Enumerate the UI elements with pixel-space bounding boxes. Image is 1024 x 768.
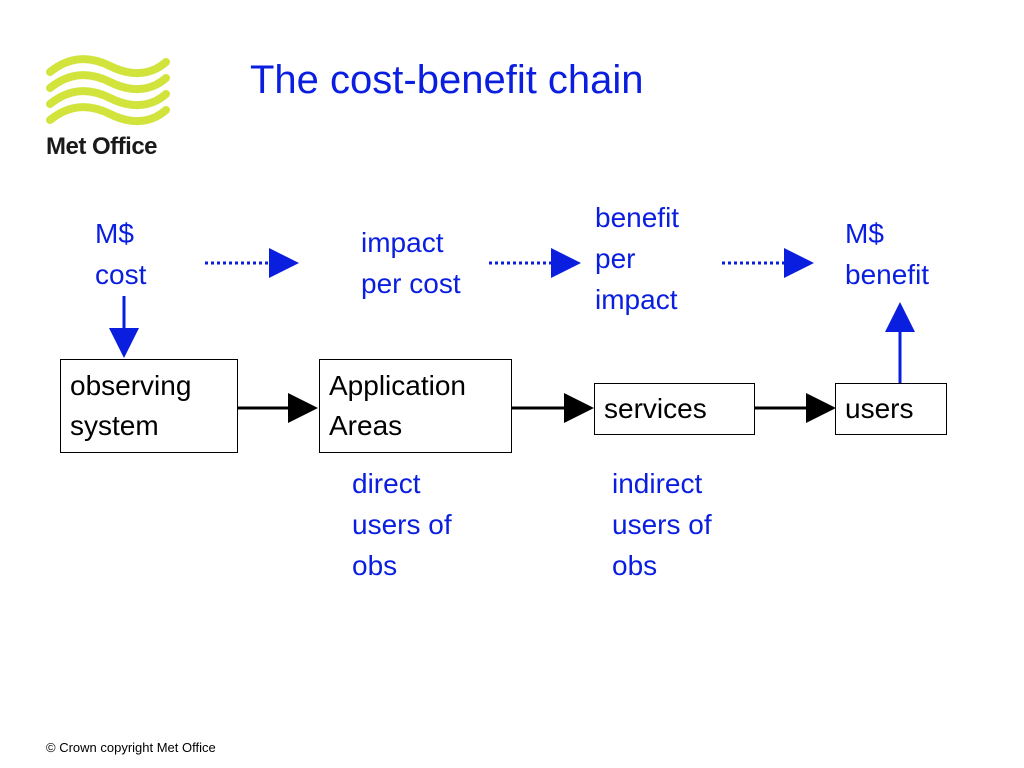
label-impact-per-cost: impact per cost: [361, 227, 461, 299]
node-users: users: [835, 383, 947, 435]
node-services: services: [594, 383, 755, 435]
label-m-cost: M$ cost: [95, 218, 147, 290]
label-direct-users: direct users of obs: [352, 468, 452, 581]
node-observing-system: observing system: [60, 359, 238, 453]
label-benefit-per-impact: benefit per impact: [595, 202, 680, 315]
page-title: The cost-benefit chain: [250, 58, 644, 102]
footer-copyright: © Crown copyright Met Office: [46, 740, 216, 755]
logo-text: Met Office: [46, 133, 158, 160]
node-application-areas: Application Areas: [319, 359, 512, 453]
label-m-benefit: M$ benefit: [845, 218, 930, 290]
label-indirect-users: indirect users of obs: [612, 468, 712, 581]
